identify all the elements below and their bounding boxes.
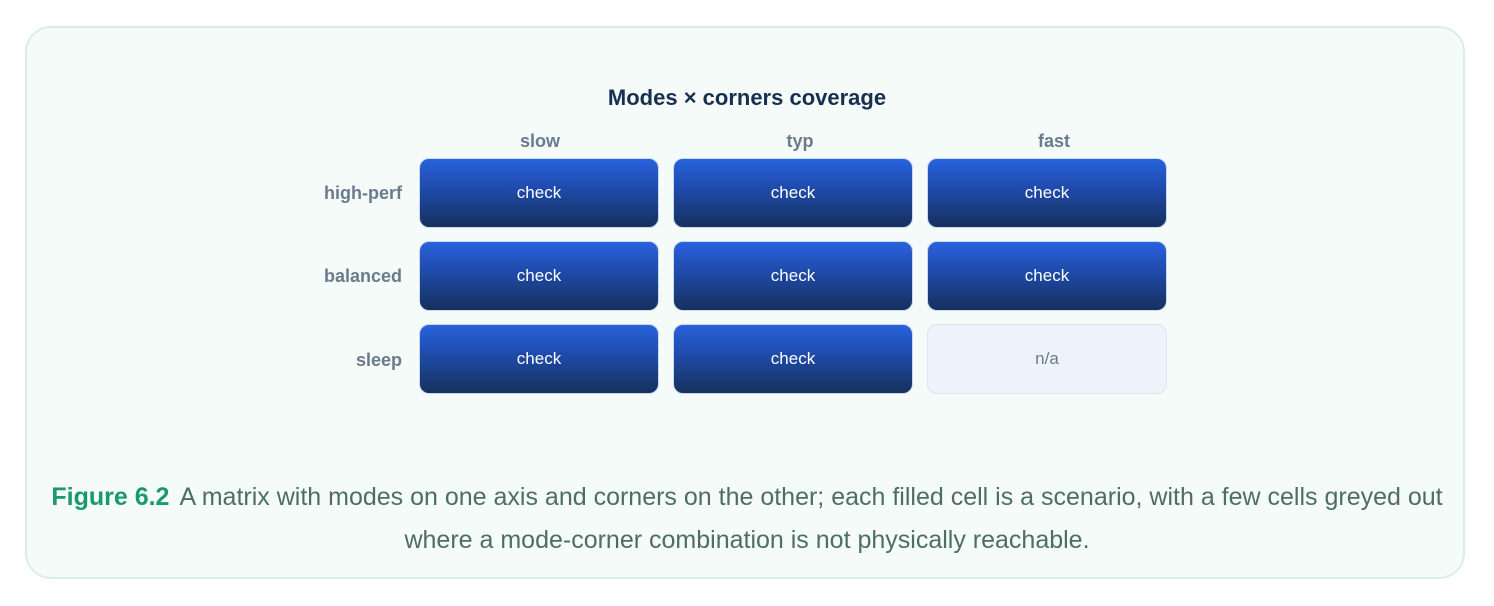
matrix-cell-sleep-slow: check	[419, 324, 659, 394]
matrix-cell-high-perf-typ: check	[673, 158, 913, 228]
column-header-slow: slow	[519, 131, 560, 151]
row-header-balanced: balanced	[323, 266, 402, 286]
matrix-cell-high-perf-slow: check	[419, 158, 659, 228]
figure-caption: Figure 6.2 A matrix with modes on one axi…	[50, 476, 1444, 562]
caption-text: A matrix with modes on one axis and corn…	[179, 483, 1443, 554]
matrix-cell-balanced-fast: check	[927, 241, 1167, 311]
matrix-cell-sleep-fast-na: n/a	[927, 324, 1167, 394]
column-header-typ: typ	[786, 131, 814, 151]
matrix-cell-sleep-typ: check	[673, 324, 913, 394]
row-header-sleep: sleep	[355, 350, 402, 370]
figure-label: Figure 6.2	[51, 483, 170, 511]
matrix-cell-high-perf-fast: check	[927, 158, 1167, 228]
matrix-cell-balanced-typ: check	[673, 241, 913, 311]
diagram-title: Modes × corners coverage	[607, 85, 887, 110]
matrix-cell-balanced-slow: check	[419, 241, 659, 311]
row-header-high-perf: high-perf	[324, 183, 402, 203]
column-header-fast: fast	[1037, 131, 1070, 151]
